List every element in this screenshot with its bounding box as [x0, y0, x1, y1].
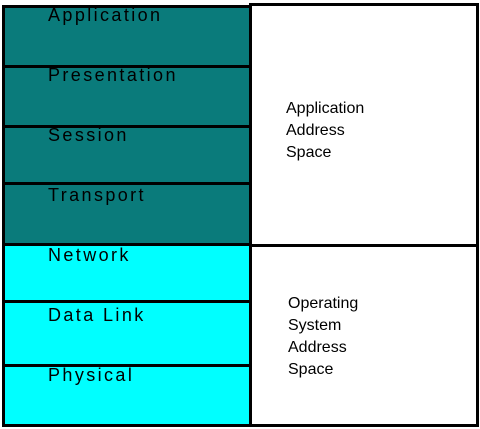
- application-address-space-box: [249, 3, 479, 247]
- layer-label-network: Network: [48, 245, 131, 265]
- os-address-space-box: [249, 244, 479, 427]
- layer-presentation: [2, 65, 252, 128]
- layer-label-data-link: Data Link: [48, 305, 146, 325]
- layer-label-presentation: Presentation: [48, 65, 178, 85]
- layer-label-session: Session: [48, 125, 129, 145]
- os-address-space-label: Operating System Address Space: [288, 293, 358, 381]
- application-space-line-1: Application: [286, 100, 365, 117]
- application-space-line-3: Space: [286, 144, 332, 161]
- application-space-line-2: Address: [286, 122, 345, 139]
- layer-label-transport: Transport: [48, 185, 146, 205]
- layer-physical: [2, 364, 252, 427]
- os-space-line-2: System: [288, 317, 342, 334]
- os-space-line-4: Space: [288, 361, 334, 378]
- layer-label-application: Application: [48, 5, 163, 25]
- os-space-line-1: Operating: [288, 295, 359, 312]
- os-space-line-3: Address: [288, 339, 347, 356]
- application-address-space-label: Application Address Space: [286, 98, 364, 164]
- layer-label-physical: Physical: [48, 365, 135, 385]
